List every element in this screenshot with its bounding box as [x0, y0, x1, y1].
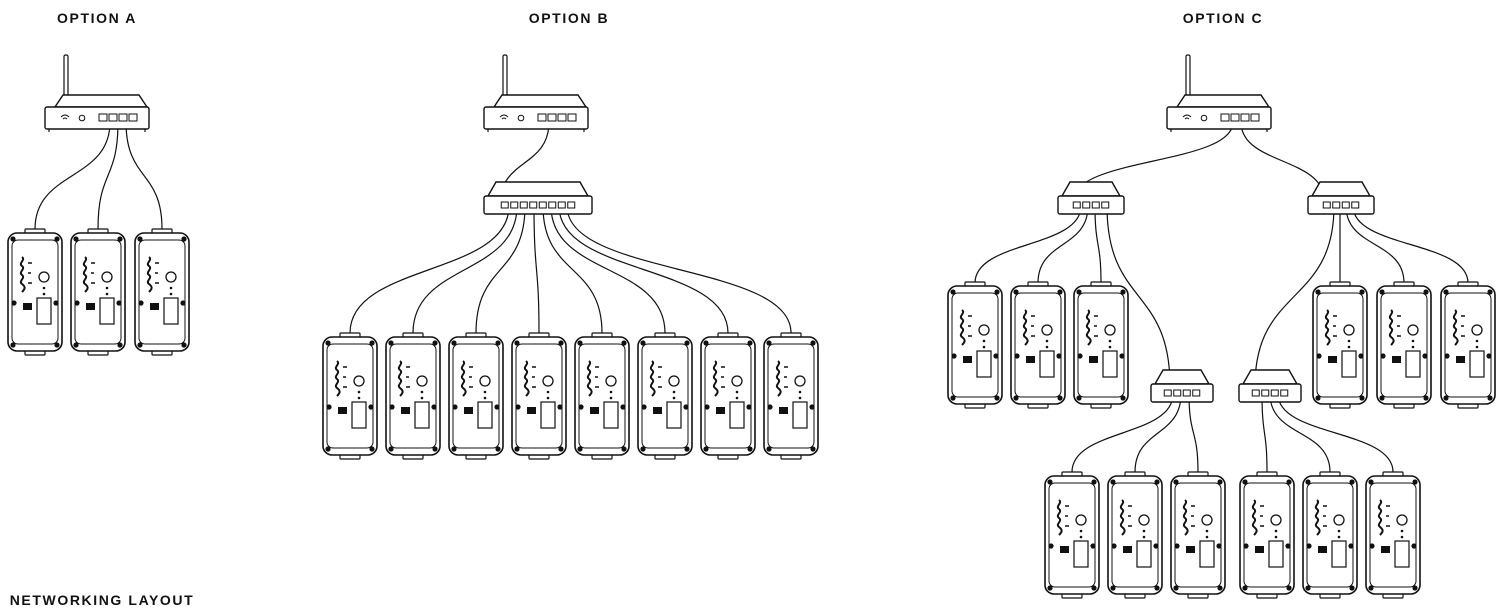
option-a-label: OPTION A: [57, 10, 137, 26]
device-option-c-left-3: [1073, 281, 1129, 409]
device-option-c-lower-left-1: [1044, 471, 1100, 599]
network-cable: [550, 205, 666, 334]
device-option-c-lower-left-3: [1170, 471, 1226, 599]
switch-option-c-right: [1307, 181, 1375, 215]
network-cable: [558, 205, 729, 334]
device-option-c-right-1: [1312, 281, 1368, 409]
network-cable: [1277, 393, 1394, 473]
router-option-c: [1166, 54, 1272, 132]
network-cable: [1261, 393, 1268, 473]
switch-option-c-lower-left: [1150, 369, 1214, 403]
option-b-label: OPTION B: [528, 10, 610, 26]
device-option-a-3: [134, 228, 190, 356]
device-option-b-3: [448, 332, 504, 460]
network-cable: [1037, 205, 1089, 284]
network-cable: [566, 205, 792, 334]
network-cable: [1071, 393, 1174, 473]
device-option-c-right-2: [1376, 281, 1432, 409]
network-cable: [1240, 121, 1325, 201]
network-cable: [475, 205, 526, 334]
page-title: NETWORKING LAYOUT: [9, 592, 195, 608]
device-option-c-lower-left-2: [1107, 471, 1163, 599]
device-option-c-left-2: [1010, 281, 1066, 409]
network-cable: [1254, 205, 1335, 387]
device-option-b-5: [574, 332, 630, 460]
device-option-b-2: [385, 332, 441, 460]
network-cable: [974, 205, 1082, 284]
device-option-b-1: [322, 332, 378, 460]
network-cable: [1188, 393, 1199, 473]
network-cable: [1094, 205, 1102, 284]
network-cable: [34, 121, 111, 230]
device-option-c-right-3: [1440, 281, 1496, 409]
device-option-c-lower-right-3: [1365, 471, 1421, 599]
device-option-b-7: [700, 332, 756, 460]
network-cable: [1134, 393, 1182, 473]
network-cable: [125, 121, 163, 230]
network-cable: [349, 205, 510, 334]
network-cable: [542, 205, 603, 334]
device-option-b-8: [763, 332, 819, 460]
option-c-label: OPTION C: [1182, 10, 1264, 26]
network-cable: [533, 205, 540, 334]
switch-option-b: [483, 181, 593, 215]
device-option-b-4: [511, 332, 567, 460]
network-cable: [1345, 205, 1405, 284]
device-option-c-left-1: [947, 281, 1003, 409]
network-cable: [1106, 205, 1171, 387]
switch-option-c-left: [1057, 181, 1125, 215]
network-cable: [1269, 393, 1331, 473]
device-option-c-lower-right-1: [1239, 471, 1295, 599]
network-cable: [97, 121, 119, 230]
network-cable: [1352, 205, 1469, 284]
router-option-a: [44, 54, 150, 132]
device-option-a-2: [70, 228, 126, 356]
switch-option-c-lower-right: [1238, 369, 1302, 403]
device-option-c-lower-right-2: [1302, 471, 1358, 599]
device-option-a-1: [7, 228, 63, 356]
router-option-b: [483, 54, 589, 132]
network-cable: [412, 205, 518, 334]
device-option-b-6: [637, 332, 693, 460]
